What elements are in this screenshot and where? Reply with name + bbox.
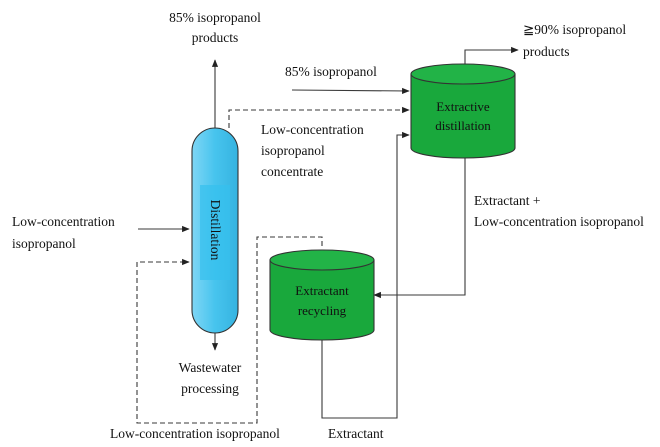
arrow-85-feed <box>291 87 410 95</box>
right-product-label-1: ≧90% isopropanol <box>523 22 626 37</box>
concentrate-label-2: isopropanol <box>261 143 325 158</box>
extractive-distillation-label-2: distillation <box>435 118 491 133</box>
wastewater-label-1: Wastewater <box>179 360 242 375</box>
feed-85-label: 85% isopropanol <box>285 64 377 79</box>
right-product-label-2: products <box>523 44 570 59</box>
concentrate-label-1: Low-concentration <box>261 122 364 137</box>
arrow-right-product <box>464 46 519 66</box>
extractive-distillation-label-1: Extractive <box>436 99 490 114</box>
arrow-extractant-mix <box>373 158 466 299</box>
arrow-low-return <box>136 236 323 424</box>
top-product-label-1: 85% isopropanol <box>169 10 261 25</box>
extractant-label: Extractant <box>328 426 384 441</box>
arrow-extractant-loop <box>321 131 410 419</box>
extractant-recycling-body <box>269 260 375 341</box>
concentrate-label-3: concentrate <box>261 164 323 179</box>
arrow-concentrate <box>228 106 410 128</box>
extractive-distillation-top <box>410 63 516 85</box>
extractant-recycling-label-2: recycling <box>298 303 347 318</box>
wastewater-label-2: processing <box>181 381 239 396</box>
extractant-mix-label-2: Low-concentration isopropanol <box>474 214 644 229</box>
bottom-low-label: Low-concentration isopropanol <box>110 426 280 441</box>
extractive-distillation-body <box>410 74 516 159</box>
distillation-label: Distillation <box>208 200 223 261</box>
extractant-recycling-label-1: Extractant <box>295 283 349 298</box>
extractant-mix-label-1: Extractant + <box>474 193 540 208</box>
extractant-recycling-top <box>269 249 375 271</box>
feed-low-label-1: Low-concentration <box>12 214 115 229</box>
distillation-column: Distillation <box>191 127 239 334</box>
extractive-distillation-tank: Extractive distillation <box>410 63 516 159</box>
extractant-recycling-tank: Extractant recycling <box>269 249 375 341</box>
feed-low-label-2: isopropanol <box>12 236 76 251</box>
distillation-highlight <box>200 185 230 280</box>
top-product-label-2: products <box>192 30 239 45</box>
